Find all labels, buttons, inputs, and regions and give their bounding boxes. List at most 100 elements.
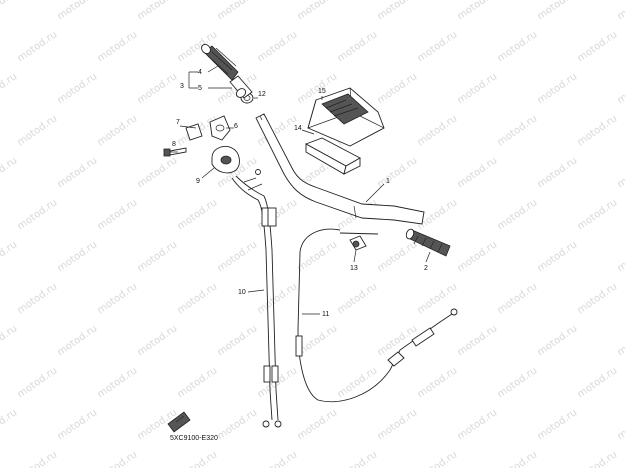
callout-15: 15 [318,88,326,95]
watermark-text: motod.ru [455,323,499,358]
throttle-housing-plate [185,123,203,141]
watermark-text: motod.ru [335,365,379,400]
watermark-text: motod.ru [95,281,139,316]
watermark-text: motod.ru [535,155,579,190]
watermark-text: motod.ru [95,365,139,400]
watermark-text: motod.ru [495,29,539,64]
callout-11: 11 [322,311,329,318]
watermark-text: motod.ru [0,71,19,106]
watermark-text: motod.ru [535,407,579,442]
watermark-text: motod.ru [135,71,179,106]
watermark-text: motod.ru [135,155,179,190]
watermark-text: motod.ru [15,29,59,64]
callout-1: 1 [386,178,390,185]
watermark-text: motod.ru [55,155,99,190]
watermark-text: motod.ru [95,113,139,148]
callout-7: 7 [176,119,180,126]
callout-labels: 1 2 3 4 5 6 7 8 9 10 11 12 13 14 15 [172,69,428,318]
watermark-text: motod.ru [575,113,619,148]
watermark-text: motod.ru [215,0,259,22]
watermark-text: motod.ru [415,365,459,400]
throttle-sleeve [229,75,253,99]
throttle-housing-upper [209,115,231,141]
watermark-text: motod.ru [295,0,339,22]
watermark-text: motod.ru [0,0,19,22]
watermark-text: motod.ru [255,449,299,468]
watermark-text: motod.ru [295,407,339,442]
callout-6: 6 [234,123,238,130]
watermark-text: motod.ru [0,407,19,442]
watermark-text: motod.ru [95,197,139,232]
housing-screw [163,147,187,157]
watermark-text: motod.ru [495,113,539,148]
callout-9: 9 [196,178,200,185]
watermark-text: motod.ru [455,155,499,190]
watermark-text: motod.ru [255,281,299,316]
watermark-text: motod.ru [0,155,19,190]
watermark-text: motod.ru [615,407,625,442]
watermark-text: motod.ru [415,449,459,468]
watermark-text: motod.ru [335,281,379,316]
front-arrow-icon [167,411,191,433]
watermark-text: motod.ru [375,155,419,190]
watermark-text: motod.ru [375,239,419,274]
throttle-grip [201,43,239,81]
handlebar-pad [307,87,385,147]
watermark-text: motod.ru [575,281,619,316]
watermark-text: motod.ru [55,407,99,442]
watermark-text: motod.ru [415,113,459,148]
callout-4: 4 [198,69,202,76]
watermark-text: motod.ru [255,29,299,64]
watermark-text: motod.ru [575,365,619,400]
callout-12: 12 [258,91,266,98]
watermark-text: motod.ru [575,197,619,232]
watermark-text: motod.ru [455,0,499,22]
watermark-text: motod.ru [615,239,625,274]
watermark-text: motod.ru [495,197,539,232]
watermark-text: motod.ru [575,29,619,64]
watermark-text: motod.ru [375,71,419,106]
watermark-text: motod.ru [15,197,59,232]
watermark-text: motod.ru [375,407,419,442]
callout-13: 13 [350,265,358,272]
pad-insert [304,137,361,175]
watermark-text: motod.ru [615,323,625,358]
leader-lines [170,65,431,315]
watermark-text: motod.ru [575,449,619,468]
handlebar [255,113,425,225]
clutch-cable [295,228,458,403]
watermark-text: motod.ru [215,323,259,358]
watermark-text: motod.ru [175,281,219,316]
watermark-text: motod.ru [375,0,419,22]
callout-14: 14 [294,125,302,132]
watermark-text: motod.ru [0,323,19,358]
watermark-text: motod.ru [15,281,59,316]
watermark-text: motod.ru [135,239,179,274]
watermark-text: motod.ru [335,449,379,468]
watermark-text: motod.ru [55,323,99,358]
watermark-text: motod.ru [95,449,139,468]
watermark-text: motod.ru [495,281,539,316]
throttle-cable [231,169,282,428]
watermark-text: motod.ru [175,365,219,400]
watermark-text: motod.ru [175,197,219,232]
watermark-text: motod.ru [0,239,19,274]
watermark-text: motod.ru [15,365,59,400]
watermark-text: motod.ru [55,71,99,106]
watermark-text: motod.ru [615,155,625,190]
watermark-text: motod.ru [135,0,179,22]
watermark-text: motod.ru [455,239,499,274]
watermark-text: motod.ru [335,29,379,64]
watermark-text: motod.ru [495,365,539,400]
diagram-code: 5XC9100-E320 [170,435,218,442]
watermark-text: motod.ru [135,323,179,358]
watermark-text: motod.ru [415,29,459,64]
watermark-text: motod.ru [455,407,499,442]
callout-5: 5 [198,85,202,92]
watermark-text: motod.ru [535,0,579,22]
watermark-text: motod.ru [535,323,579,358]
callout-8: 8 [172,141,176,148]
watermark-text: motod.ru [55,0,99,22]
watermark-text: motod.ru [95,29,139,64]
